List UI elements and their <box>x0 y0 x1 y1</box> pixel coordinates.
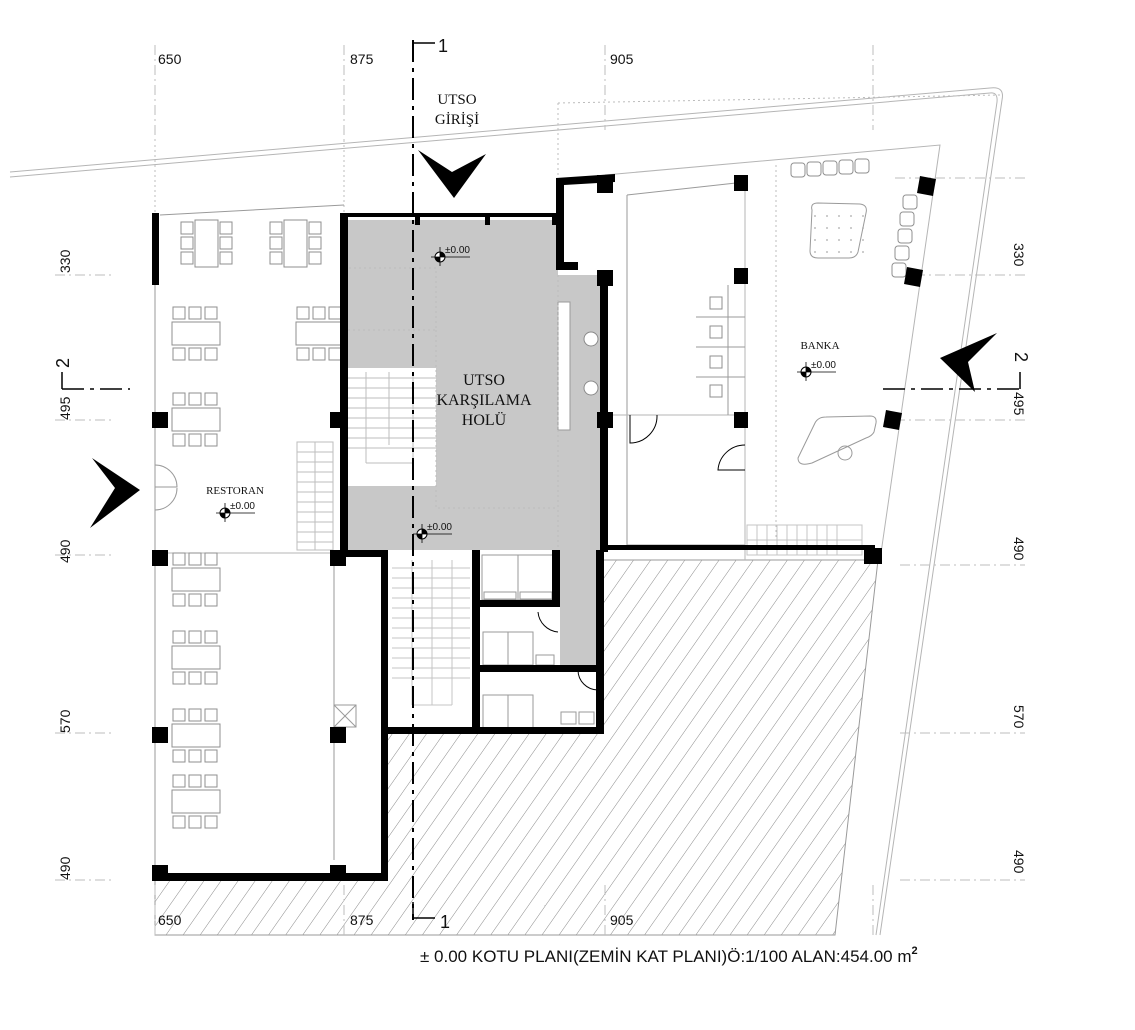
grid-label-right: 495 <box>1011 392 1027 416</box>
service-core <box>392 554 599 729</box>
grid-label-right: 490 <box>1011 850 1027 874</box>
grid-label-right: 330 <box>1011 243 1027 267</box>
grid-label-top: 875 <box>350 51 374 67</box>
level-marker: ±0.00 <box>216 501 255 522</box>
dining-table <box>295 306 345 361</box>
grid-label-top: 905 <box>610 51 634 67</box>
level-marker-icon <box>797 362 836 381</box>
entrance-arrow-icon <box>940 333 997 392</box>
dining-table <box>171 630 221 685</box>
restaurant-tables <box>171 219 345 829</box>
grid-lines <box>55 45 1025 935</box>
grid-label-top: 650 <box>158 51 182 67</box>
dining-table <box>171 552 221 607</box>
section-line-2: 2 2 <box>53 352 1031 390</box>
restaurant-entrance-door[interactable] <box>154 464 178 511</box>
level-marker: ±0.00 <box>797 360 836 381</box>
bank-label: BANKA <box>800 340 839 352</box>
grid-label-left: 495 <box>57 396 73 420</box>
level-marker: ±0.00 <box>413 522 452 543</box>
site-boundary <box>9 87 1003 936</box>
level-marker-icon <box>216 503 255 522</box>
grid-label-left: 570 <box>57 709 73 733</box>
grid-label-left: 490 <box>57 539 73 563</box>
section-1-label-top: 1 <box>438 36 448 56</box>
grid-label-left: 490 <box>57 856 73 880</box>
level-marker-icon <box>431 247 470 266</box>
restaurant-label: RESTORAN <box>206 485 264 497</box>
entrance-label: GİRİŞİ <box>435 112 479 128</box>
entrance-label: UTSO <box>437 92 476 108</box>
dining-table <box>171 708 221 763</box>
bank-interior <box>604 144 941 561</box>
grid-label-bottom: 875 <box>350 912 374 928</box>
level-marker-icon <box>413 524 452 543</box>
level-value: ±0.00 <box>230 501 255 512</box>
level-value: ±0.00 <box>445 245 470 256</box>
drawing-title: ± 0.00 KOTU PLANI(ZEMİN KAT PLANI)Ö:1/10… <box>420 945 918 966</box>
hall-label: HOLÜ <box>462 411 507 429</box>
hall-label: UTSO <box>463 372 505 389</box>
restaurant-staircase <box>296 441 334 551</box>
grid-label-bottom: 905 <box>610 912 634 928</box>
dining-table <box>269 219 322 268</box>
dining-table <box>171 774 221 829</box>
hall-label: KARŞILAMA <box>436 392 532 409</box>
section-2-label-right: 2 <box>1011 352 1031 362</box>
dining-table <box>180 219 233 268</box>
grid-label-right: 570 <box>1011 705 1027 729</box>
grid-label-bottom: 650 <box>158 912 182 928</box>
level-value: ±0.00 <box>811 360 836 371</box>
level-value: ±0.00 <box>427 522 452 533</box>
restaurant-outline <box>154 204 357 880</box>
dining-table <box>171 392 221 447</box>
grid-label-right: 490 <box>1011 537 1027 561</box>
level-marker: ±0.00 <box>431 245 470 266</box>
walls <box>152 174 936 881</box>
entrance-arrow-icon <box>418 150 486 198</box>
section-1-label-bottom: 1 <box>440 912 450 932</box>
section-2-label-left: 2 <box>53 358 73 368</box>
section-line-1: 1 1 <box>412 36 450 932</box>
grid-label-left: 330 <box>57 249 73 273</box>
dining-table <box>171 306 221 361</box>
entrance-arrow-icon <box>90 458 140 528</box>
